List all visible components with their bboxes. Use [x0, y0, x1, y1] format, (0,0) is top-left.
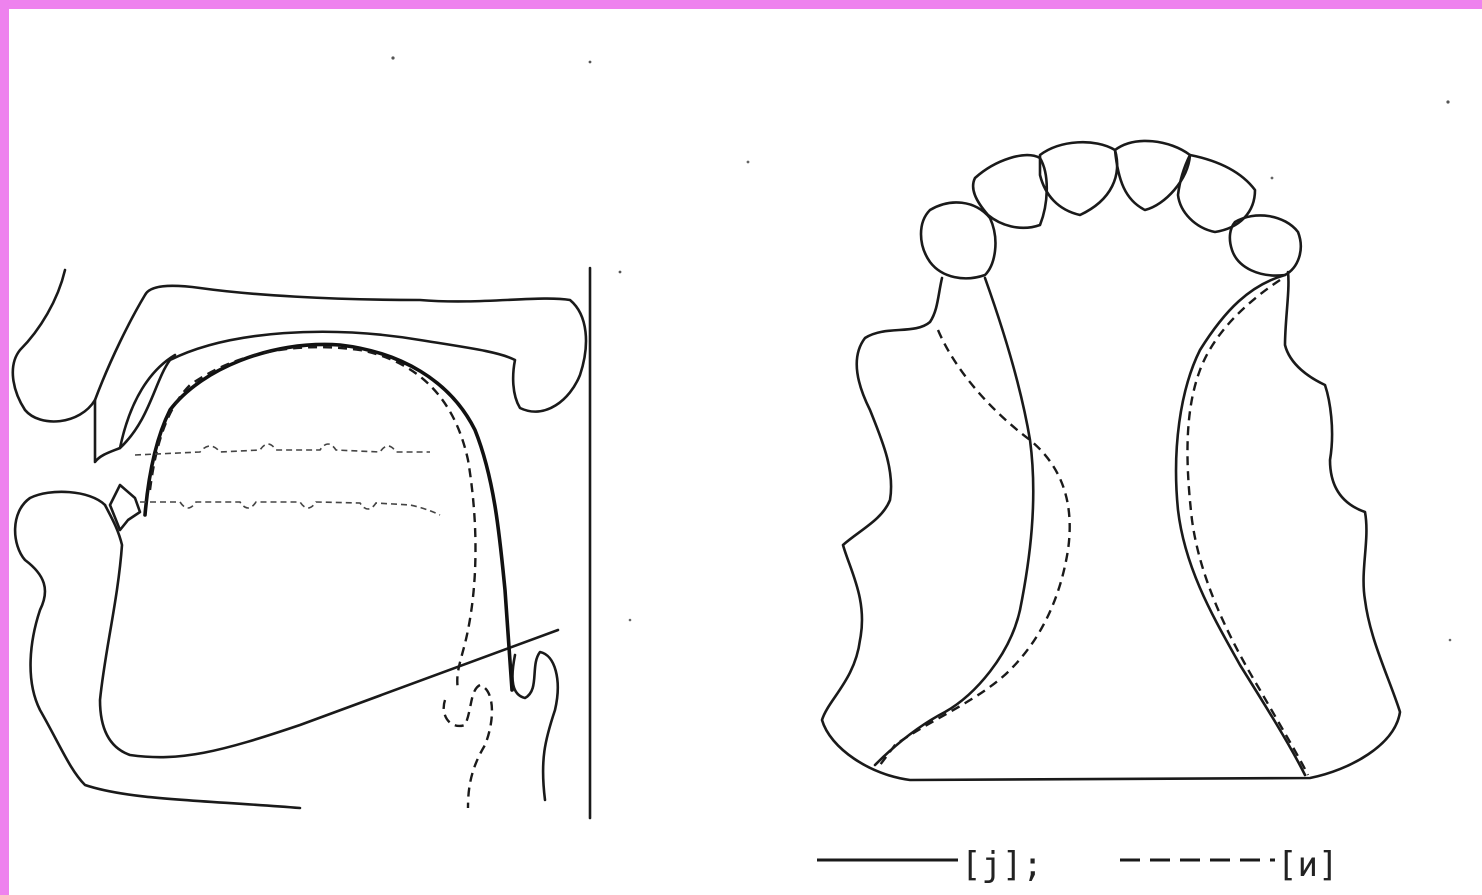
scan-dot	[629, 619, 632, 622]
scan-dot	[1446, 100, 1449, 103]
contact-j-left	[875, 278, 1033, 765]
tooth	[921, 202, 995, 278]
upper-teeth-line	[135, 444, 430, 455]
scan-dot	[619, 271, 622, 274]
articulation-diagram	[9, 9, 1482, 895]
tooth	[1040, 142, 1117, 215]
upper-palate	[95, 286, 586, 462]
palate-outline	[822, 272, 1400, 780]
scan-dot	[589, 61, 592, 64]
scan-dot	[391, 56, 394, 59]
tooth	[973, 155, 1047, 228]
sagittal-section	[13, 56, 631, 818]
tooth	[1230, 215, 1301, 275]
tongue-j	[145, 344, 512, 690]
legend-dashed-label: [и]	[1277, 845, 1338, 885]
scan-dot	[1449, 639, 1452, 642]
upper-lip	[13, 270, 95, 421]
diagram-canvas: [j]; [и]	[9, 9, 1482, 895]
lower-lip	[15, 492, 300, 808]
legend-solid-label: [j];	[961, 845, 1043, 885]
scan-dot	[747, 161, 750, 164]
epiglottis	[512, 652, 557, 800]
tooth	[1178, 155, 1255, 232]
contact-i-left	[880, 330, 1070, 765]
lower-teeth-line	[140, 502, 440, 515]
tongue-i	[150, 347, 476, 690]
palatogram	[747, 100, 1452, 780]
lower-jaw	[100, 505, 558, 757]
scan-dot	[1271, 177, 1274, 180]
upper-incisor	[120, 355, 175, 448]
pharynx-i	[444, 685, 492, 808]
